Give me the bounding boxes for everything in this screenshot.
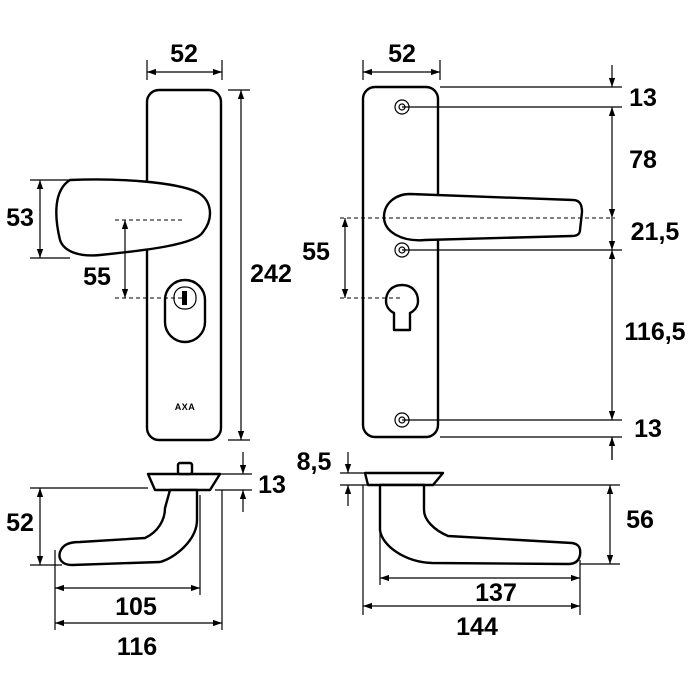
front-lever-handle [55,178,212,257]
dim-rear-screw-to-bottom-screw: 116,5 [624,318,685,346]
rear-side-lever [378,483,582,566]
dim-side-front-inner-length: 105 [115,593,157,621]
dim-rear-width: 52 [388,40,416,68]
front-brand-mark: AXA [175,402,196,412]
dim-rear-top-to-handle: 78 [629,146,657,174]
rear-side-profile [363,471,582,566]
rear-side-rosette [363,471,445,487]
dim-side-front-handle-height: 52 [6,509,34,537]
rear-view [340,85,615,439]
front-side-profile [58,461,222,567]
rear-backplate [361,85,440,439]
front-side-thumb-knob [176,461,194,476]
dim-side-front-total-length: 116 [117,633,157,661]
front-backplate [145,88,223,442]
dim-side-front-height: 13 [258,471,286,499]
dim-rear-handle-to-screw: 21,5 [631,218,680,246]
front-thumb-turn-bar [182,291,187,305]
front-side-rosette [146,472,222,492]
front-view: AXA [55,88,223,442]
dim-side-rear-rosette: 8,5 [297,448,332,476]
dim-rear-handle-to-keyhole: 55 [302,238,330,266]
dim-front-handle-height: 53 [6,204,34,232]
dim-side-rear-total-length: 144 [456,613,498,641]
dim-front-handle-to-lock: 55 [83,263,111,291]
rear-lever-handle [382,192,584,242]
dim-front-width: 52 [170,40,198,68]
dim-rear-top-screw: 13 [629,84,657,112]
dim-side-rear-handle-height: 56 [626,506,654,534]
dim-side-rear-inner-length: 137 [475,579,517,607]
dim-rear-bottom-screw: 13 [634,415,662,443]
rear-keyhole [384,283,420,332]
dim-front-total-height: 242 [250,260,292,288]
dimension-lines [30,60,622,630]
front-side-lever [58,488,199,567]
front-lock-escutcheon [163,278,207,344]
dimension-labels: 52 53 55 242 13 52 105 116 52 13 78 21,5… [6,40,686,661]
